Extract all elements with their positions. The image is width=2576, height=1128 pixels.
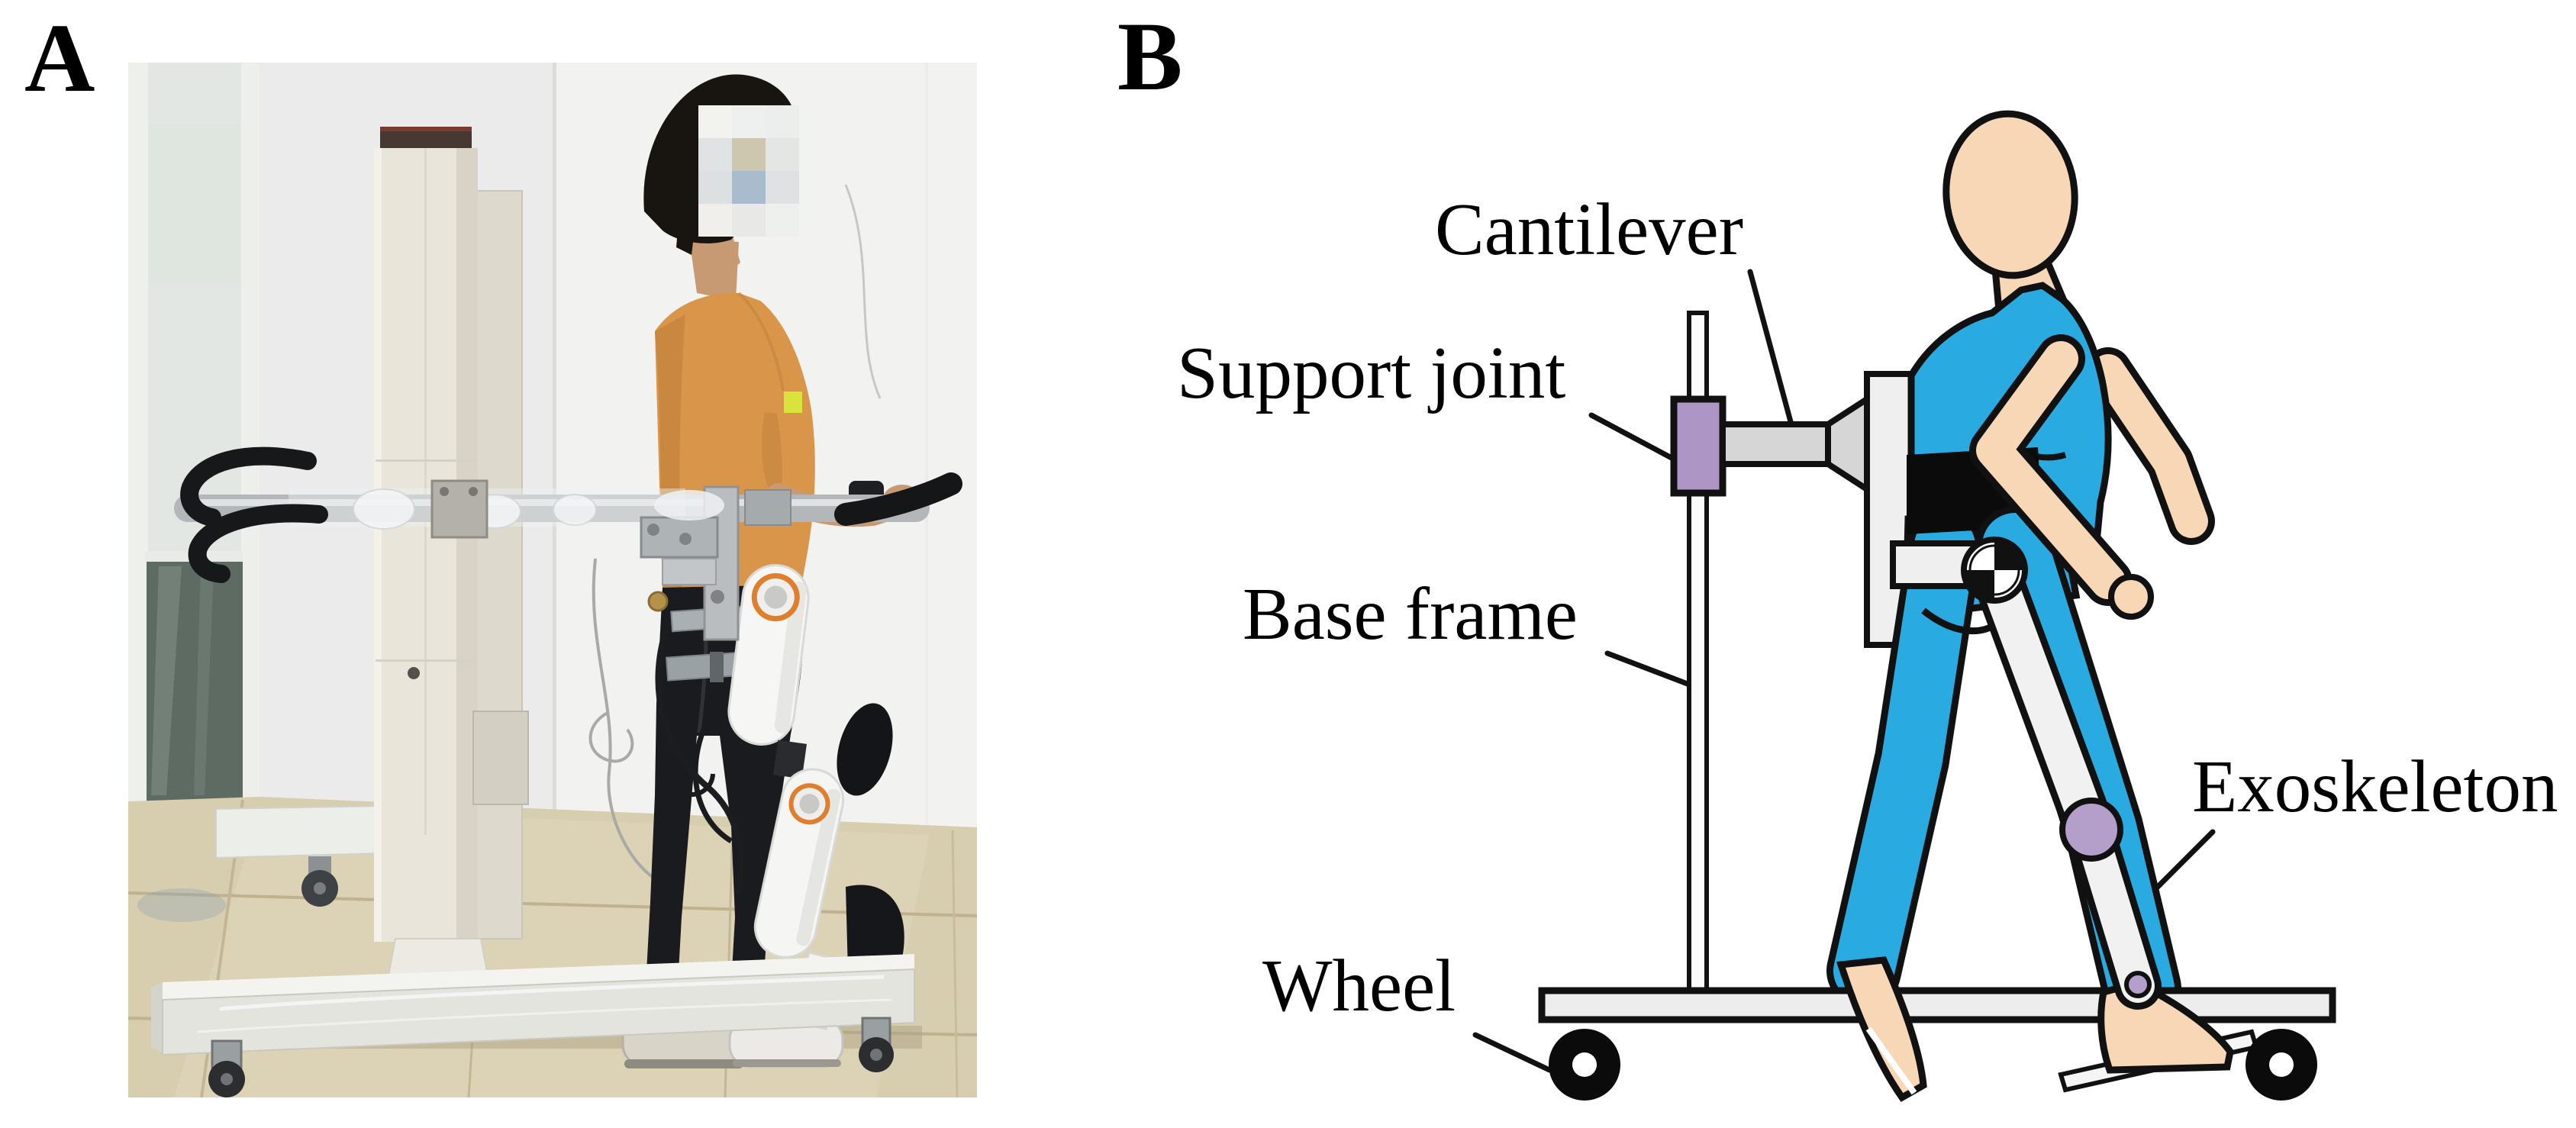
diagram-wheels [1549, 1029, 2317, 1101]
far-arm [2084, 347, 2215, 545]
knee-joint-circle [2059, 798, 2123, 862]
back-foot [1836, 956, 1927, 1102]
face-pixelation [698, 105, 799, 237]
right-handle-grip [834, 472, 962, 526]
left-handle-grip-upper [180, 446, 317, 527]
support-joint-leader-line [1588, 412, 1675, 461]
photo-exoskeleton-leg [655, 564, 904, 1031]
cantilever-arm [1720, 393, 1870, 495]
exoskeleton-links [1961, 537, 2162, 1010]
ankle-joint-circle [2124, 971, 2152, 998]
left-handle-grip-lower [188, 504, 328, 583]
lift-column [345, 127, 542, 1014]
panel-a-letter: A [24, 4, 95, 112]
center-of-mass-icon [1961, 537, 2028, 604]
caster-front-left [208, 1039, 245, 1097]
diagram-scene [1472, 110, 2336, 1102]
label-support-joint: Support joint [1177, 332, 1566, 414]
back-attachment-hardware [640, 485, 791, 641]
rear-base-beam [215, 804, 382, 907]
wheel-leader-line [1472, 1032, 1552, 1073]
label-base-frame: Base frame [1243, 573, 1578, 655]
label-wheel: Wheel [1262, 945, 1456, 1026]
panel-b-letter: B [1117, 2, 1183, 111]
near-arm [1969, 334, 2154, 620]
near-hand [2108, 574, 2154, 620]
platform-board [1538, 987, 2336, 1023]
label-exoskeleton: Exoskeleton [2192, 746, 2558, 827]
caster-front-right [859, 1017, 894, 1072]
handlebar [174, 446, 962, 583]
base-frame-leader-line [1604, 650, 1694, 688]
cantilever-leader-line [1747, 269, 1795, 430]
front-base-beam [151, 954, 915, 1056]
photo-scene [128, 63, 977, 1097]
photo-panel [128, 63, 977, 1097]
support-joint-block [1670, 395, 1726, 497]
glass-partition [128, 63, 260, 804]
label-cantilever: Cantilever [1435, 189, 1744, 270]
yellow-tag [784, 392, 802, 413]
